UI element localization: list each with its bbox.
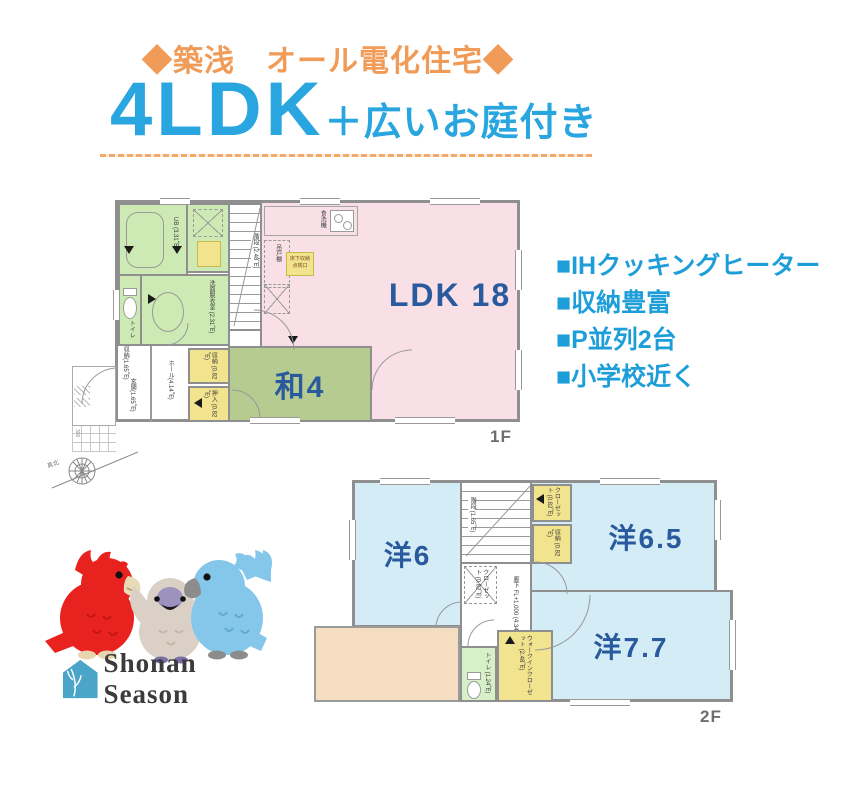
room-closet-north [186, 203, 230, 273]
porch-dim: 300 [74, 429, 80, 438]
hall-label: ホール(4.14㎡) [167, 360, 174, 400]
floor-label-2f: 2F [700, 707, 722, 726]
closet-top-area: (0.82㎡) [546, 494, 553, 517]
genkan-label: 玄関(1.65㎡) [129, 378, 136, 412]
yo77-label: 洋7.7 [593, 631, 669, 663]
rouka-label: 廊下 [512, 576, 518, 588]
feature-item: ■小学校近く [556, 363, 697, 391]
room-washroom: 洗面脱衣室 (2.31㎡) [140, 274, 230, 346]
ub-label: UB [172, 217, 178, 226]
feature-item: ■収納豊富 [556, 289, 672, 317]
stairs-2f-area: (1.65㎡) [469, 510, 476, 533]
porch-hatch [74, 386, 90, 395]
headline: 4LDK＋広いお庭付き [110, 72, 597, 148]
washitsu-label: 和4 [274, 371, 326, 404]
beige-bird-icon [130, 578, 210, 664]
ldk-label: LDK 18 [388, 277, 512, 313]
hanging-cupboard-label: 吊戸棚 [274, 244, 281, 262]
inspection-port-label: 点検口 [292, 262, 308, 269]
room-toilet-2f: トイレ (1.24㎡) [460, 646, 497, 702]
stairs-1f-label: 階段 [252, 233, 258, 245]
headline-garden: ＋広いお庭付き [324, 102, 598, 144]
hall-wall [150, 346, 152, 422]
underfloor-storage-tag: 床下収納 点検口 [286, 252, 314, 276]
underfloor-storage-label: 床下収納 [289, 256, 310, 262]
washroom-area: (2.31㎡) [208, 311, 214, 334]
stairs-1f-area: (2.48㎡) [252, 246, 258, 269]
toilet-storage-label: 収納(1.65㎡) [122, 346, 129, 380]
compass-icon [51, 451, 139, 489]
porch-grid [72, 426, 116, 452]
room-shuno-2f: 収納 (0.82㎡) [532, 524, 572, 564]
headline-4ldk: 4LDK [110, 67, 325, 152]
shuno-2f-label: 収納 [553, 529, 560, 541]
door-marker-icon [288, 336, 298, 344]
entrance-porch [72, 366, 116, 426]
toilet-tank-icon [467, 672, 481, 680]
orange-dashed-divider [100, 154, 592, 157]
hall-closet-x-box: クローゼット (0.82㎡) [464, 566, 497, 604]
feature-item: ■IHクッキングヒーター [556, 252, 821, 280]
oshiire-area: (0.82㎡) [203, 390, 217, 418]
balcony [314, 626, 460, 702]
house-branch-icon [63, 659, 98, 698]
ub-area: (3.31㎡) [172, 227, 178, 249]
washroom-label: 洗面脱衣室 [208, 280, 214, 310]
shuno-label: 収納 [210, 352, 217, 364]
rouka-note: FL+1,000 [512, 589, 518, 616]
catch-copy: ◆築浅 オール電化住宅◆ [142, 45, 514, 78]
yo6-label: 洋6 [383, 540, 432, 571]
shuno-2f-area: (0.82㎡) [546, 529, 560, 557]
closet-hall-label: クローゼット [474, 569, 488, 599]
sink-icon [152, 292, 184, 332]
yo65-label: 洋6.5 [608, 522, 684, 554]
door-marker-icon [148, 294, 156, 304]
closet-top-label: クローゼット [546, 487, 560, 517]
door-marker-icon [194, 398, 202, 408]
red-parrot-icon [45, 550, 141, 660]
mascot-birds [45, 550, 272, 664]
feature-item: ■P並列2台 [556, 326, 677, 354]
blue-parrot-icon [184, 550, 272, 660]
closet-tag [197, 241, 221, 267]
toilet-2f-label: トイレ [484, 652, 490, 670]
closet-hall-area: (0.82㎡) [474, 576, 481, 599]
logo: Shonan Season [63, 648, 273, 709]
shuno-area: (0.82㎡) [203, 352, 217, 380]
room-bathroom-ub: UB (3.31㎡) [118, 203, 188, 276]
room-shuno: 収納 (0.82㎡) [188, 348, 230, 384]
dishwasher-label: 食洗機 [319, 210, 326, 228]
stove-icon [330, 210, 354, 232]
toilet-2f-area: (1.24㎡) [484, 671, 490, 694]
feature-list: ■IHクッキングヒーター ■収納豊富 ■P並列2台 ■小学校近く [556, 248, 820, 396]
room-washitsu: 和4 [228, 346, 372, 422]
stairs-2f-label: 階段 [469, 497, 476, 509]
tenbukuro-x-box [193, 209, 223, 237]
door-marker-icon [536, 494, 544, 504]
stairs-2f: 階段 (1.65㎡) [460, 480, 532, 564]
door-marker-icon [172, 246, 182, 254]
rouka-area: (4.34㎡) [512, 616, 518, 639]
toilet-bowl-icon [123, 297, 137, 319]
porch-hatch [74, 398, 90, 407]
door-marker-icon [124, 246, 134, 254]
door-marker-icon [505, 636, 515, 644]
room-yo6: 洋6 [352, 480, 462, 627]
wic-area: (2.48㎡) [518, 648, 525, 671]
wic-label: ウォークインクローゼット [518, 635, 532, 695]
stairs-1f: 階段 (2.48㎡) [228, 203, 262, 331]
room-wic: ウォークインクローゼット (2.48㎡) [497, 630, 553, 702]
toilet-1f-label: トイレ [128, 320, 135, 338]
toilet-tank-icon [123, 288, 137, 296]
room-yo77: 洋7.7 [530, 590, 733, 702]
toilet-bowl-icon [467, 681, 481, 699]
bathtub-icon [126, 212, 164, 268]
oshiire-label: 押入 [210, 390, 217, 402]
logo-text: Shonan Season [103, 647, 197, 709]
storage-x-box [264, 284, 290, 314]
room-toilet-1f: トイレ [118, 274, 142, 346]
floor-label-1f: 1F [490, 427, 512, 446]
compass-north-label: 真北 [46, 458, 60, 470]
